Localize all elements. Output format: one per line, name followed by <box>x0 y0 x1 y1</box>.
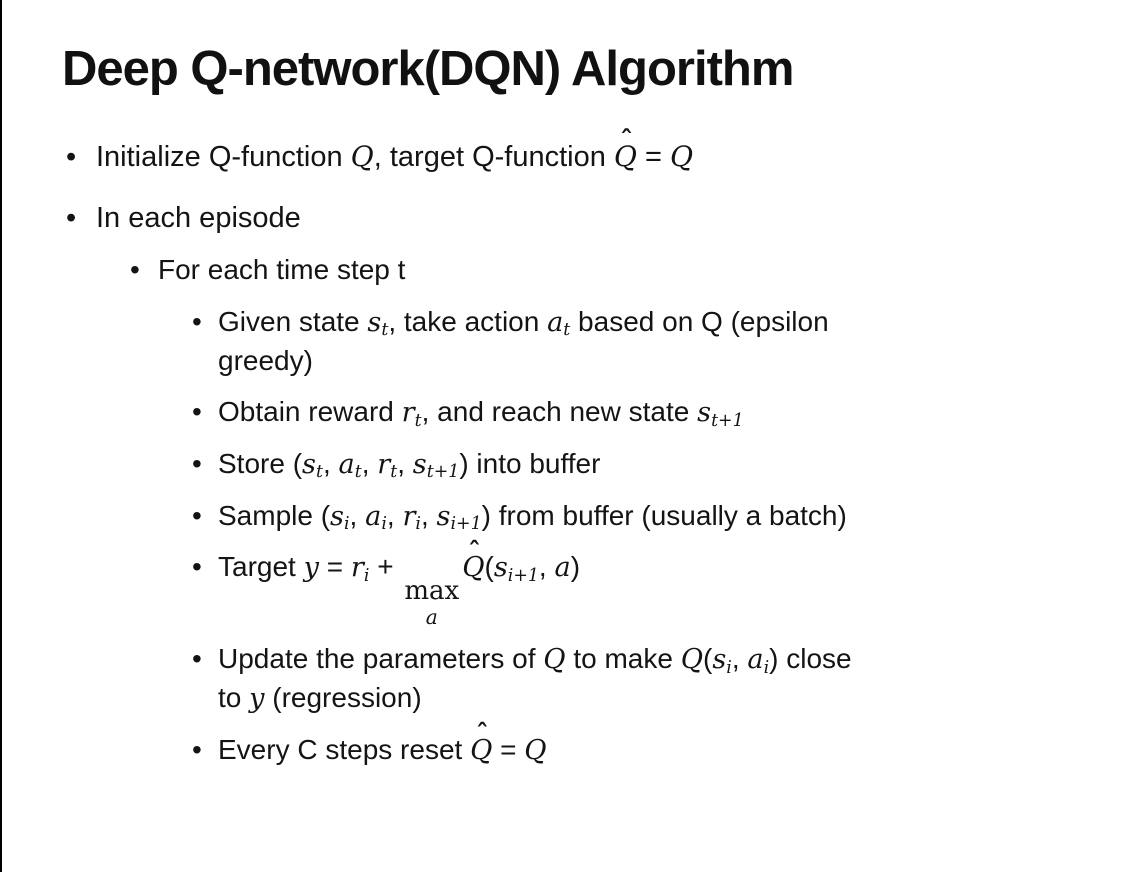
bullet-icon: • <box>192 447 202 479</box>
math-variable: Q <box>680 644 703 676</box>
math-subscript: t <box>563 320 571 341</box>
math-subscript: t <box>315 462 323 483</box>
bullet-icon: • <box>192 306 202 338</box>
math-variable: Q <box>524 734 547 766</box>
math-subscript: i <box>381 513 387 534</box>
math-subscript: t <box>414 410 422 431</box>
bullet-text: Store (st, at, rt, st+1) into buffer <box>218 447 601 483</box>
math-subscript: i <box>363 565 370 586</box>
math-variable: s <box>493 552 508 584</box>
bullet-icon: • <box>66 202 77 235</box>
bullet-text: Initialize Q-function Q, target Q-functi… <box>96 124 1096 177</box>
math-subscript: i <box>763 657 770 678</box>
math-variable: y <box>249 683 265 714</box>
hat-accent: ˆ <box>620 124 634 156</box>
bullet-item: • Initialize Q-function Q, target Q-funct… <box>0 124 1096 177</box>
math-subscript: t <box>381 320 389 341</box>
math-subscript: t+1 <box>711 410 744 431</box>
math-variable: s <box>697 397 712 429</box>
bullet-text: Obtain reward rt, and reach new state st… <box>218 396 744 431</box>
math-variable: s <box>712 644 727 676</box>
bullet-text: In each episode <box>96 202 301 235</box>
bullet-item: •Obtain reward rt, and reach new state s… <box>0 393 1096 432</box>
math-subscript: i <box>343 513 350 534</box>
bullet-icon: • <box>192 643 202 675</box>
math-subscript: i+1 <box>450 513 482 534</box>
math-variable: a <box>365 500 382 532</box>
bullet-icon: • <box>130 254 140 286</box>
bullet-icon: • <box>192 733 202 765</box>
math-variable: a <box>554 552 571 584</box>
slide-title: Deep Q-network(DQN) Algorithm <box>62 42 794 96</box>
math-variable: s <box>436 500 451 532</box>
math-variable: r <box>401 397 415 429</box>
math-variable: s <box>330 500 344 532</box>
math-variable: s <box>367 307 382 339</box>
bullet-icon: • <box>192 499 202 531</box>
math-variable: Q <box>670 140 694 174</box>
math-variable: a <box>747 644 764 676</box>
math-variable: a <box>338 448 355 480</box>
math-variable: y <box>303 552 319 584</box>
bullet-text: Sample (si, ai, ri, si+1) from buffer (u… <box>218 499 847 534</box>
math-subscript: i <box>726 657 732 678</box>
math-subscript: t <box>390 462 398 483</box>
hat-accent: ˆ <box>468 535 481 566</box>
math-subscript: t+1 <box>426 462 460 483</box>
slide-left-border <box>0 0 2 872</box>
bullet-icon: • <box>192 396 202 428</box>
math-variable: s <box>302 448 316 480</box>
bullet-text: Update the parameters of Q to make Q(si,… <box>218 643 852 714</box>
bullet-item: • For each time step t <box>0 251 1096 290</box>
math-subscript: i <box>415 513 421 534</box>
math-subscript: t <box>354 462 362 483</box>
math-variable: Q <box>350 140 374 174</box>
bullet-item: • Sample (si, ai, ri, si+1) from buffer (… <box>0 497 1096 536</box>
bullet-item: • Update the parameters of Q to make Q(si… <box>0 640 1096 717</box>
math-variable: r <box>350 552 364 584</box>
bullet-text: For each time step t <box>158 254 406 286</box>
math-variable: r <box>402 500 416 532</box>
bullet-icon: • <box>66 141 77 174</box>
bullet-icon: • <box>192 551 202 583</box>
hat-accent: ˆ <box>476 718 489 749</box>
bullet-item: • In each episode <box>0 198 1096 238</box>
bullet-list: • Initialize Q-function Q, target Q-funct… <box>0 124 1124 770</box>
math-subscript: i+1 <box>507 565 539 586</box>
math-variable: s <box>412 448 427 480</box>
math-variable: r <box>377 448 391 480</box>
bullet-text: Given state st, take action at based on … <box>218 306 829 376</box>
math-variable: Q <box>543 644 566 676</box>
bullet-item: •Given state st, take action at based on… <box>0 303 1096 380</box>
math-variable: a <box>547 307 564 339</box>
bullet-item: • Store (st, at, rt, st+1) into buffer <box>0 445 1096 484</box>
